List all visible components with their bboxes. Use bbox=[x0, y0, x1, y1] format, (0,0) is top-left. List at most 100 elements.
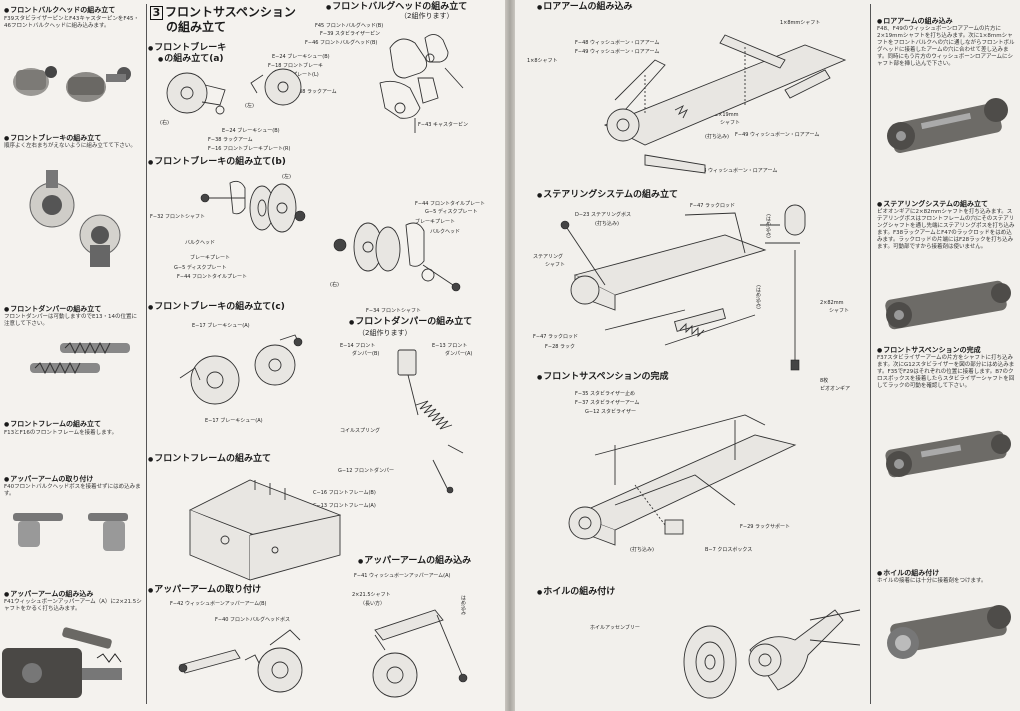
sidebar-text: F13とF16のフロントフレームを接着します。 bbox=[4, 430, 118, 436]
sidebar-heading: フロントブレーキの組み立て bbox=[4, 134, 101, 143]
right-sidebar: ロアアームの組み込み F48、F49のウィッシュボーンロアアームの片方に2×19… bbox=[873, 0, 1018, 711]
part-label: F−44 フロントタイルプレート bbox=[415, 201, 486, 207]
sidebar-heading: アッパーアームの組み込み bbox=[4, 590, 93, 599]
part-label: (はめ込み) bbox=[755, 285, 761, 309]
part-label: G−12 フロントダンパー bbox=[338, 468, 395, 474]
part-label: E−14 フロント bbox=[340, 343, 376, 349]
section-number: 3 bbox=[150, 6, 163, 20]
step-title-brake-c: フロントブレーキの組み立て(c) bbox=[148, 303, 285, 312]
part-label: プレート(L) bbox=[292, 72, 319, 78]
part-label: (打ち込み) bbox=[630, 547, 654, 553]
step-title-damper: フロントダンパーの組み立て bbox=[349, 318, 472, 327]
part-label: F−35 スタビライザー止め bbox=[575, 391, 636, 397]
sidebar-heading: ホイルの組み付け bbox=[877, 569, 939, 578]
upper-arm-photo bbox=[13, 513, 128, 551]
damper-photo bbox=[30, 341, 130, 375]
right-page: ロアアームの組み込み 1×8mmシャフト F−48 ウィッシュボーン・ロアアーム… bbox=[515, 0, 1020, 711]
part-label: ダンパー(B) bbox=[352, 351, 380, 357]
part-label: F−32 フロントシャフト bbox=[150, 214, 206, 220]
part-label: F−40 フロントバルグヘッドボス bbox=[215, 617, 291, 623]
part-label: ブレーキプレート bbox=[415, 219, 456, 225]
part-label: F−44 フロントタイルプレート bbox=[177, 274, 248, 280]
step-title-complete: フロントサスペンションの完成 bbox=[537, 373, 668, 382]
part-label: F−38 ラックアーム bbox=[292, 89, 337, 95]
part-label: E−13 フロント bbox=[432, 343, 468, 349]
brake-b-diagram bbox=[200, 180, 306, 233]
part-label: (打ち込み) bbox=[705, 134, 729, 140]
book-gutter bbox=[505, 0, 515, 711]
sidebar-heading: フロントダンパーの組み立て bbox=[4, 305, 101, 314]
part-label: F−29 ラックサポート bbox=[740, 524, 791, 530]
sidebar-text: ホイルの接着には十分に接着剤をつけます。 bbox=[877, 578, 987, 584]
sidebar-text: F41ウィッシュボーンアッパーアーム（A）に2×21.5シャフトをかるく打ち込み… bbox=[4, 599, 142, 612]
frame-diagram bbox=[188, 479, 342, 581]
left-page: フロントバルクヘッドの組み立て F39スタビライザーピンとF43キャスターピンを… bbox=[0, 0, 505, 711]
brake-c-diagram bbox=[179, 334, 303, 405]
part-label: (右) bbox=[160, 120, 169, 126]
part-label: F45 フロントバルグヘッド(B) bbox=[315, 23, 384, 29]
bulkhead-photo bbox=[13, 66, 131, 102]
sidebar-heading: ロアアームの組み込み bbox=[877, 17, 952, 26]
part-label: (左) bbox=[282, 174, 291, 180]
part-label: B−7 クロスボックス bbox=[705, 547, 753, 553]
part-label: F−18 フロントブレーキ bbox=[268, 63, 324, 69]
step-title-bulkhead: フロントバルグヘッドの組み立て bbox=[326, 3, 467, 12]
sidebar-text: F40フロントバルクヘッドボスを接着せずにはめ込みます。 bbox=[4, 484, 141, 497]
part-label: E−24 ブレーキシュー(B) bbox=[272, 54, 330, 60]
part-label: 8枚 bbox=[820, 378, 829, 384]
part-label: F−47 ラックロッド bbox=[690, 203, 736, 209]
step-sub: （2組作ります） bbox=[400, 12, 454, 20]
part-label: D−23 ステアリングボス bbox=[575, 212, 631, 218]
part-label: C−16 フロントフレーム(B) bbox=[313, 490, 376, 496]
part-label: F−46 フロントバルグヘッド(B) bbox=[305, 40, 378, 46]
sidebar-heading: フロントサスペンションの完成 bbox=[877, 346, 980, 355]
part-label: ダンパー(A) bbox=[445, 351, 473, 357]
step-title-upper-attach: アッパーアームの取り付け bbox=[148, 586, 261, 595]
part-label: F−48 ウィッシュボーン・ロアアーム bbox=[575, 40, 660, 46]
column-divider bbox=[146, 4, 147, 704]
step-title-brake-a: フロントブレーキ bbox=[148, 44, 226, 53]
part-label: バルクヘッド bbox=[430, 229, 461, 235]
sidebar-heading: フロントフレームの組み立て bbox=[4, 420, 101, 429]
part-label: 1×8シャフト bbox=[527, 58, 558, 64]
part-label: F−49 ウィッシュボーン・ロアアーム bbox=[735, 132, 820, 138]
part-label: F−48 ウィッシュボーン・ロアアーム bbox=[693, 168, 778, 174]
part-label: F−41 ウィッシュボーンアッパーアーム(A) bbox=[354, 573, 451, 579]
step-title-steering: ステアリングシステムの組み立て bbox=[537, 191, 678, 200]
part-label: G−12 スタビライザー bbox=[585, 409, 637, 415]
part-label: F−47 ラックロッド bbox=[533, 334, 579, 340]
column-divider bbox=[870, 4, 871, 704]
complete-diagram bbox=[568, 414, 797, 546]
step-title-frame: フロントフレームの組み立て bbox=[148, 455, 271, 464]
part-label: E−17 ブレーキシュー(A) bbox=[205, 418, 263, 424]
part-label: F−34 フロントシャフト bbox=[366, 308, 422, 314]
brake-right-diagram bbox=[333, 222, 461, 292]
part-label: F−16 フロントブレーキプレート(R) bbox=[208, 146, 291, 152]
part-label: G−5 ディスクプレート bbox=[174, 265, 227, 271]
part-label: バルクヘッド bbox=[185, 240, 216, 246]
part-label: 2×82mm bbox=[820, 300, 844, 306]
sidebar-text: F39スタビライザーピンとF43キャスターピンをF45・46フロントバルクヘッド… bbox=[4, 16, 139, 29]
sidebar-heading: フロントバルクヘッドの組み立て bbox=[4, 6, 115, 15]
section-title-line2: の組み立て bbox=[166, 20, 227, 34]
part-label: (はめ込み) bbox=[765, 214, 771, 238]
brake-a-diagram bbox=[166, 68, 302, 115]
brake-photo bbox=[29, 170, 121, 267]
part-label: F−39 スタビライザーピン bbox=[320, 31, 381, 37]
part-label: はめ込み bbox=[460, 595, 466, 615]
part-label: 2×21.5シャフト bbox=[352, 592, 391, 598]
step-title-wheel: ホイルの組み付け bbox=[537, 588, 615, 597]
sidebar-text: F37スタビライザーアームの片方をシャフトに打ち込みます。次にG12スタビライザ… bbox=[877, 355, 1015, 389]
part-label: シャフト bbox=[829, 308, 850, 314]
lower-arm-photo bbox=[887, 98, 1008, 153]
part-label: F−43 キャスターピン bbox=[418, 122, 469, 128]
part-label: (左) bbox=[245, 103, 254, 109]
part-label: C−13 フロントフレーム(A) bbox=[313, 503, 376, 509]
part-label: 1×8mmシャフト bbox=[780, 20, 821, 26]
part-label: F−38 ラックアーム bbox=[208, 137, 253, 143]
lower-arm-diagram bbox=[603, 34, 847, 174]
upper-assembly-photo bbox=[2, 627, 122, 698]
damper-diagram bbox=[397, 349, 464, 494]
